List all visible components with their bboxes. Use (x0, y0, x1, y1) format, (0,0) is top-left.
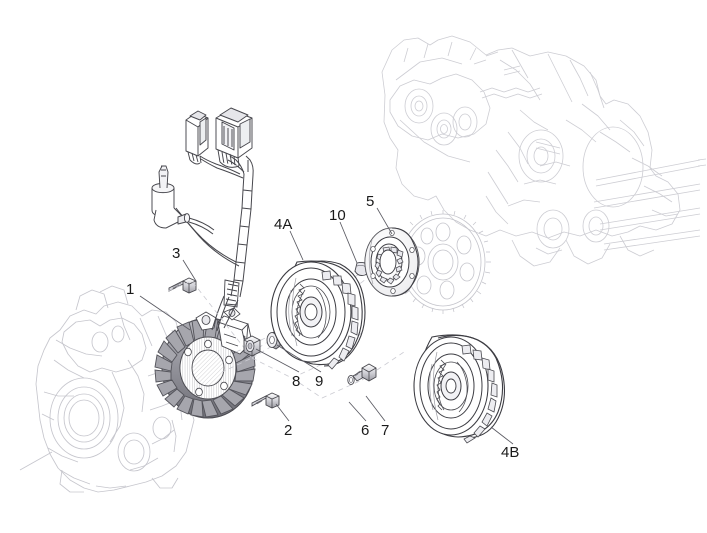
engine-case-left-ghost (19, 285, 195, 493)
callout-label-1: 1 (126, 281, 135, 298)
callout-label-10: 10 (329, 207, 346, 224)
wiring-harness (175, 155, 254, 308)
part-4b-flywheel-rotor (413, 334, 505, 444)
callout-label-6: 6 (361, 422, 370, 439)
wiring-harness-connector-small (185, 110, 209, 165)
callout-label-8: 8 (292, 373, 301, 390)
pickup-sensor-coil (151, 165, 215, 235)
callout-label-4b: 4B (501, 444, 520, 461)
part-8-flywheel-nut (243, 335, 261, 357)
part-3-cable-clamp-bolt (168, 277, 197, 294)
engine-case-right-ghost (381, 35, 707, 267)
part-6-7-starter-clutch-bolts (347, 363, 377, 386)
callout-label-9: 9 (315, 373, 324, 390)
callout-label-2: 2 (284, 422, 293, 439)
callout-label-5: 5 (366, 193, 375, 210)
wiring-harness-connector-large (215, 107, 253, 168)
callout-label-4a: 4A (274, 216, 293, 233)
callout-label-3: 3 (172, 245, 181, 262)
part-4a-flywheel-rotor (270, 260, 366, 370)
callout-leader-lines (139, 207, 514, 445)
part-2-stator-retaining-bolt (251, 392, 280, 409)
starter-ring-gear-ghost (395, 210, 491, 314)
part-5-starter-clutch-assembly (364, 227, 420, 297)
part-1-stator-coil-assembly (154, 295, 256, 419)
callout-label-7: 7 (381, 422, 390, 439)
